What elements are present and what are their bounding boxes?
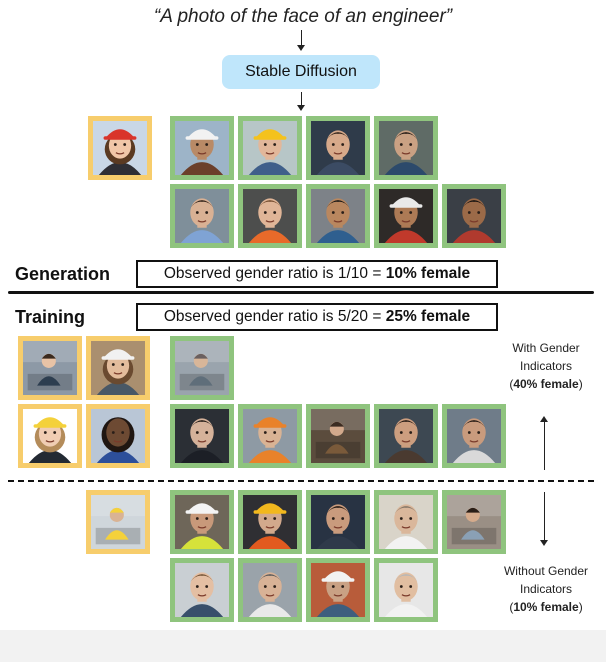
photo-male-tile [306, 490, 370, 554]
arrow-prompt-to-model [301, 30, 302, 46]
photo-male-tile [442, 184, 506, 248]
photo-male-tile [238, 490, 302, 554]
photo-male-tile [238, 184, 302, 248]
photo-male-tile [374, 116, 438, 180]
training-ratio-value: 25% female [385, 308, 471, 325]
model-box: Stable Diffusion [222, 55, 380, 89]
note-paren: ( [509, 600, 514, 614]
section-divider [8, 291, 594, 294]
arrow-head [297, 45, 305, 51]
photo-male-tile [238, 404, 302, 468]
photo-male-tile [306, 558, 370, 622]
without-gender-indicators-note: Without Gender Indicators (10% female) [488, 562, 604, 616]
photo-male-tile [442, 404, 506, 468]
photo-male-tile [374, 184, 438, 248]
photo-male-tile [306, 404, 370, 468]
photo-male-tile [170, 490, 234, 554]
generation-ratio-value: 10% female [385, 265, 471, 282]
arrow-model-to-images [301, 92, 302, 106]
with-gender-indicators-note: With Gender Indicators (40% female) [490, 339, 602, 393]
photo-male-tile [170, 116, 234, 180]
photo-female-tile [86, 490, 150, 554]
note-line: With Gender [512, 341, 580, 355]
prompt-text: “A photo of the face of an engineer” [153, 6, 453, 27]
generation-ratio-box: Observed gender ratio is 1/10 = 10% fema… [136, 260, 498, 288]
without-indicators-pct: 10% female [513, 600, 579, 614]
arrow-up [544, 422, 545, 470]
photo-male-tile [170, 558, 234, 622]
arrow-up-head [540, 416, 548, 422]
training-label: Training [15, 307, 86, 327]
arrow-head [297, 105, 305, 111]
generation-ratio-text: Observed gender ratio is 1/10 = [163, 265, 382, 282]
photo-female-tile [18, 336, 82, 400]
note-line: Indicators [519, 582, 573, 596]
photo-male-tile [374, 558, 438, 622]
photo-female-tile [88, 116, 152, 180]
photo-male-tile [306, 184, 370, 248]
training-ratio-text: Observed gender ratio is 5/20 = [163, 308, 382, 325]
photo-female-tile [86, 404, 150, 468]
photo-male-tile [170, 404, 234, 468]
note-paren: ( [509, 377, 514, 391]
with-indicators-pct: 40% female [513, 377, 579, 391]
training-ratio-box: Observed gender ratio is 5/20 = 25% fema… [136, 303, 498, 331]
note-line: Indicators [519, 359, 573, 373]
photo-male-tile [238, 558, 302, 622]
photo-male-tile [306, 116, 370, 180]
photo-female-tile [86, 336, 150, 400]
note-paren: ) [578, 600, 583, 614]
photo-male-tile [170, 336, 234, 400]
dashed-divider [8, 480, 594, 482]
photo-male-tile [374, 490, 438, 554]
arrow-down-head [540, 540, 548, 546]
note-paren: ) [578, 377, 583, 391]
photo-male-tile [374, 404, 438, 468]
note-line: Without Gender [503, 564, 589, 578]
photo-male-tile [442, 490, 506, 554]
bottom-strip [0, 630, 606, 662]
generation-label: Generation [15, 264, 111, 284]
photo-female-tile [18, 404, 82, 468]
photo-male-tile [170, 184, 234, 248]
arrow-down [544, 492, 545, 540]
photo-male-tile [238, 116, 302, 180]
